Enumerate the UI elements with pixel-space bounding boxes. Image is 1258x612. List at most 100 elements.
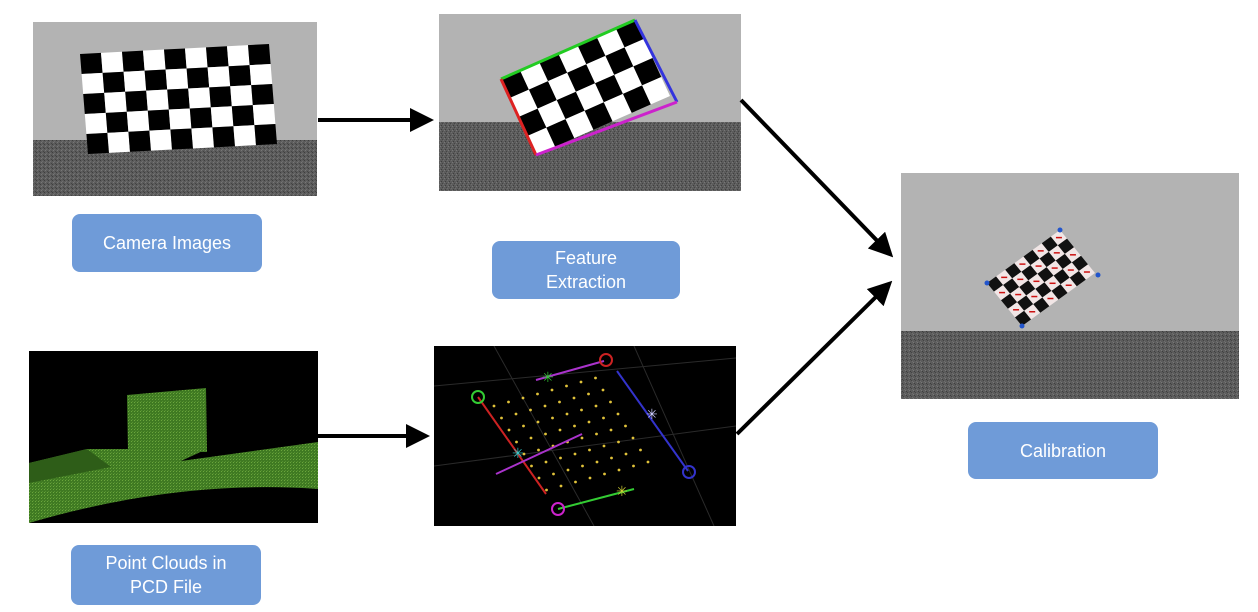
checker-square bbox=[233, 125, 256, 147]
checker-square bbox=[186, 67, 210, 89]
feature-dot bbox=[632, 464, 635, 468]
checker-square bbox=[165, 68, 189, 90]
checker-square bbox=[1019, 280, 1036, 296]
checker-square bbox=[128, 130, 151, 152]
feature-dot bbox=[543, 404, 547, 408]
checker-square bbox=[144, 69, 168, 91]
feature-dot bbox=[507, 400, 510, 404]
feature-dot bbox=[544, 432, 547, 436]
checker-square bbox=[584, 102, 613, 130]
checker-square bbox=[102, 71, 126, 93]
checker-square bbox=[227, 45, 250, 67]
feature-dot bbox=[529, 408, 532, 412]
feature-dot bbox=[646, 460, 650, 464]
checker-square bbox=[83, 92, 106, 114]
checker-square bbox=[565, 110, 594, 139]
checker-square bbox=[1021, 265, 1038, 281]
checker-square bbox=[1035, 282, 1052, 298]
checker-square bbox=[191, 127, 214, 149]
feature-dot bbox=[558, 428, 562, 432]
checker-square bbox=[81, 72, 105, 94]
camera-images-text: Camera Images bbox=[102, 233, 232, 253]
feature-dot bbox=[514, 412, 518, 416]
arrow-feature-to-calibration bbox=[739, 98, 894, 258]
feature-dot bbox=[566, 468, 570, 472]
checker-square bbox=[107, 131, 130, 153]
feature-dot bbox=[581, 464, 584, 468]
feature-dot bbox=[536, 420, 540, 424]
checker-square bbox=[189, 107, 213, 129]
feature-dot bbox=[565, 412, 569, 416]
lidar-features-panel: ✳ ✳ ✳ ✳ bbox=[434, 346, 736, 526]
checker-square bbox=[122, 50, 145, 72]
checker-square bbox=[105, 111, 129, 133]
checker-square bbox=[1037, 267, 1054, 283]
edge-right bbox=[616, 370, 689, 472]
feature-dot bbox=[515, 440, 518, 444]
feature-dot bbox=[529, 436, 533, 440]
calibration-image bbox=[901, 173, 1239, 399]
checker-square bbox=[101, 51, 124, 73]
feature-dot bbox=[624, 424, 627, 428]
feature-dot bbox=[573, 424, 576, 428]
feature-dot bbox=[616, 412, 620, 416]
checker-square bbox=[1001, 293, 1018, 309]
checker-square bbox=[603, 93, 632, 122]
feature-dot bbox=[507, 428, 511, 432]
checker-square bbox=[123, 70, 147, 92]
checker-square bbox=[1057, 238, 1074, 254]
feature-dot bbox=[609, 428, 613, 432]
checker-square bbox=[210, 106, 234, 128]
feature-dot bbox=[587, 420, 591, 424]
feature-dot bbox=[594, 376, 597, 380]
feature-dot bbox=[530, 464, 533, 468]
checker-square bbox=[1023, 249, 1040, 266]
feature-dot bbox=[595, 432, 598, 436]
edge-bottom bbox=[557, 488, 635, 510]
checker-square bbox=[567, 64, 596, 92]
checker-square bbox=[1003, 278, 1020, 294]
camera-image-panel bbox=[33, 22, 317, 196]
arrow-lidar-to-calibration bbox=[735, 280, 893, 436]
feature-dot bbox=[574, 480, 577, 484]
feature-points bbox=[492, 376, 650, 492]
feature-extraction-label: Feature Extraction bbox=[492, 241, 680, 299]
camera-images-label: Camera Images bbox=[72, 214, 262, 272]
centroid-marker: ✳ bbox=[646, 407, 658, 423]
centroid-marker: ✳ bbox=[542, 370, 554, 386]
projected-checkerboard bbox=[987, 230, 1095, 326]
checker-square bbox=[537, 100, 566, 128]
checker-square bbox=[987, 276, 1004, 292]
checker-square bbox=[209, 86, 232, 108]
feature-dot bbox=[492, 404, 496, 408]
checker-square bbox=[252, 104, 276, 126]
checker-square bbox=[1053, 269, 1070, 285]
feature-dot bbox=[565, 384, 568, 388]
point-clouds-text-1: Point Clouds in bbox=[105, 553, 227, 573]
checker-square bbox=[230, 85, 253, 107]
checker-square bbox=[622, 85, 651, 113]
checker-square bbox=[1039, 251, 1056, 268]
edge-left bbox=[477, 396, 547, 495]
feature-extraction-panel bbox=[439, 14, 741, 191]
feature-dot bbox=[559, 456, 562, 460]
feature-dot bbox=[579, 380, 583, 384]
checker-square bbox=[212, 126, 235, 148]
checker-square bbox=[251, 84, 274, 106]
checker-square bbox=[605, 47, 634, 75]
edge-bottom bbox=[535, 100, 678, 157]
feature-dot bbox=[624, 452, 628, 456]
centroid-marker: ✳ bbox=[512, 446, 524, 462]
checker-square bbox=[1005, 263, 1022, 279]
point-cloud-image bbox=[29, 351, 318, 523]
checker-square bbox=[86, 132, 109, 154]
checker-square bbox=[228, 65, 252, 87]
feature-dot bbox=[601, 388, 605, 392]
feature-dot bbox=[544, 460, 548, 464]
feature-dot bbox=[609, 400, 612, 404]
checker-square bbox=[207, 66, 231, 88]
checker-square bbox=[614, 66, 643, 94]
feature-extraction-image bbox=[439, 14, 741, 191]
feature-dot bbox=[602, 444, 606, 448]
feature-dot bbox=[551, 416, 554, 420]
